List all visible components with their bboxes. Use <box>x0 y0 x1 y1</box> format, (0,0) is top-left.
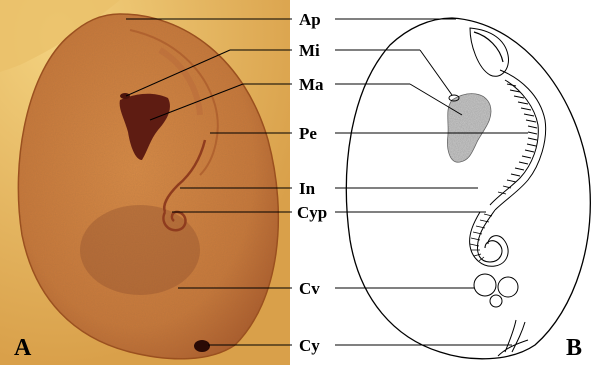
label-ap: Ap <box>299 11 321 28</box>
panel-label-b: B <box>566 336 582 360</box>
macronucleus-texture <box>448 94 491 163</box>
peristome-inner <box>474 32 503 62</box>
cytoproct-spot <box>194 340 210 352</box>
label-cy: Cy <box>299 337 320 354</box>
peristome-outline <box>470 28 509 76</box>
dark-cytoplasm-region <box>80 205 200 295</box>
panel-b-line-drawing <box>318 0 600 365</box>
peristome-cilia <box>498 84 537 194</box>
contractile-vacuole-3 <box>490 295 502 307</box>
label-cv: Cv <box>299 280 320 297</box>
label-ma: Ma <box>299 76 324 93</box>
cell-outline <box>346 18 590 359</box>
panel-a-micrograph <box>0 0 290 365</box>
cytopharynx-ridges <box>470 214 492 261</box>
panel-label-a: A <box>14 336 31 360</box>
label-mi: Mi <box>299 42 320 59</box>
contractile-vacuole-2 <box>498 277 518 297</box>
label-cyp: Cyp <box>297 204 327 221</box>
contractile-vacuole-1 <box>474 274 496 296</box>
micronucleus <box>120 93 130 99</box>
peristome-band-inner <box>490 80 538 205</box>
label-in: In <box>299 180 315 197</box>
label-pe: Pe <box>299 125 317 142</box>
